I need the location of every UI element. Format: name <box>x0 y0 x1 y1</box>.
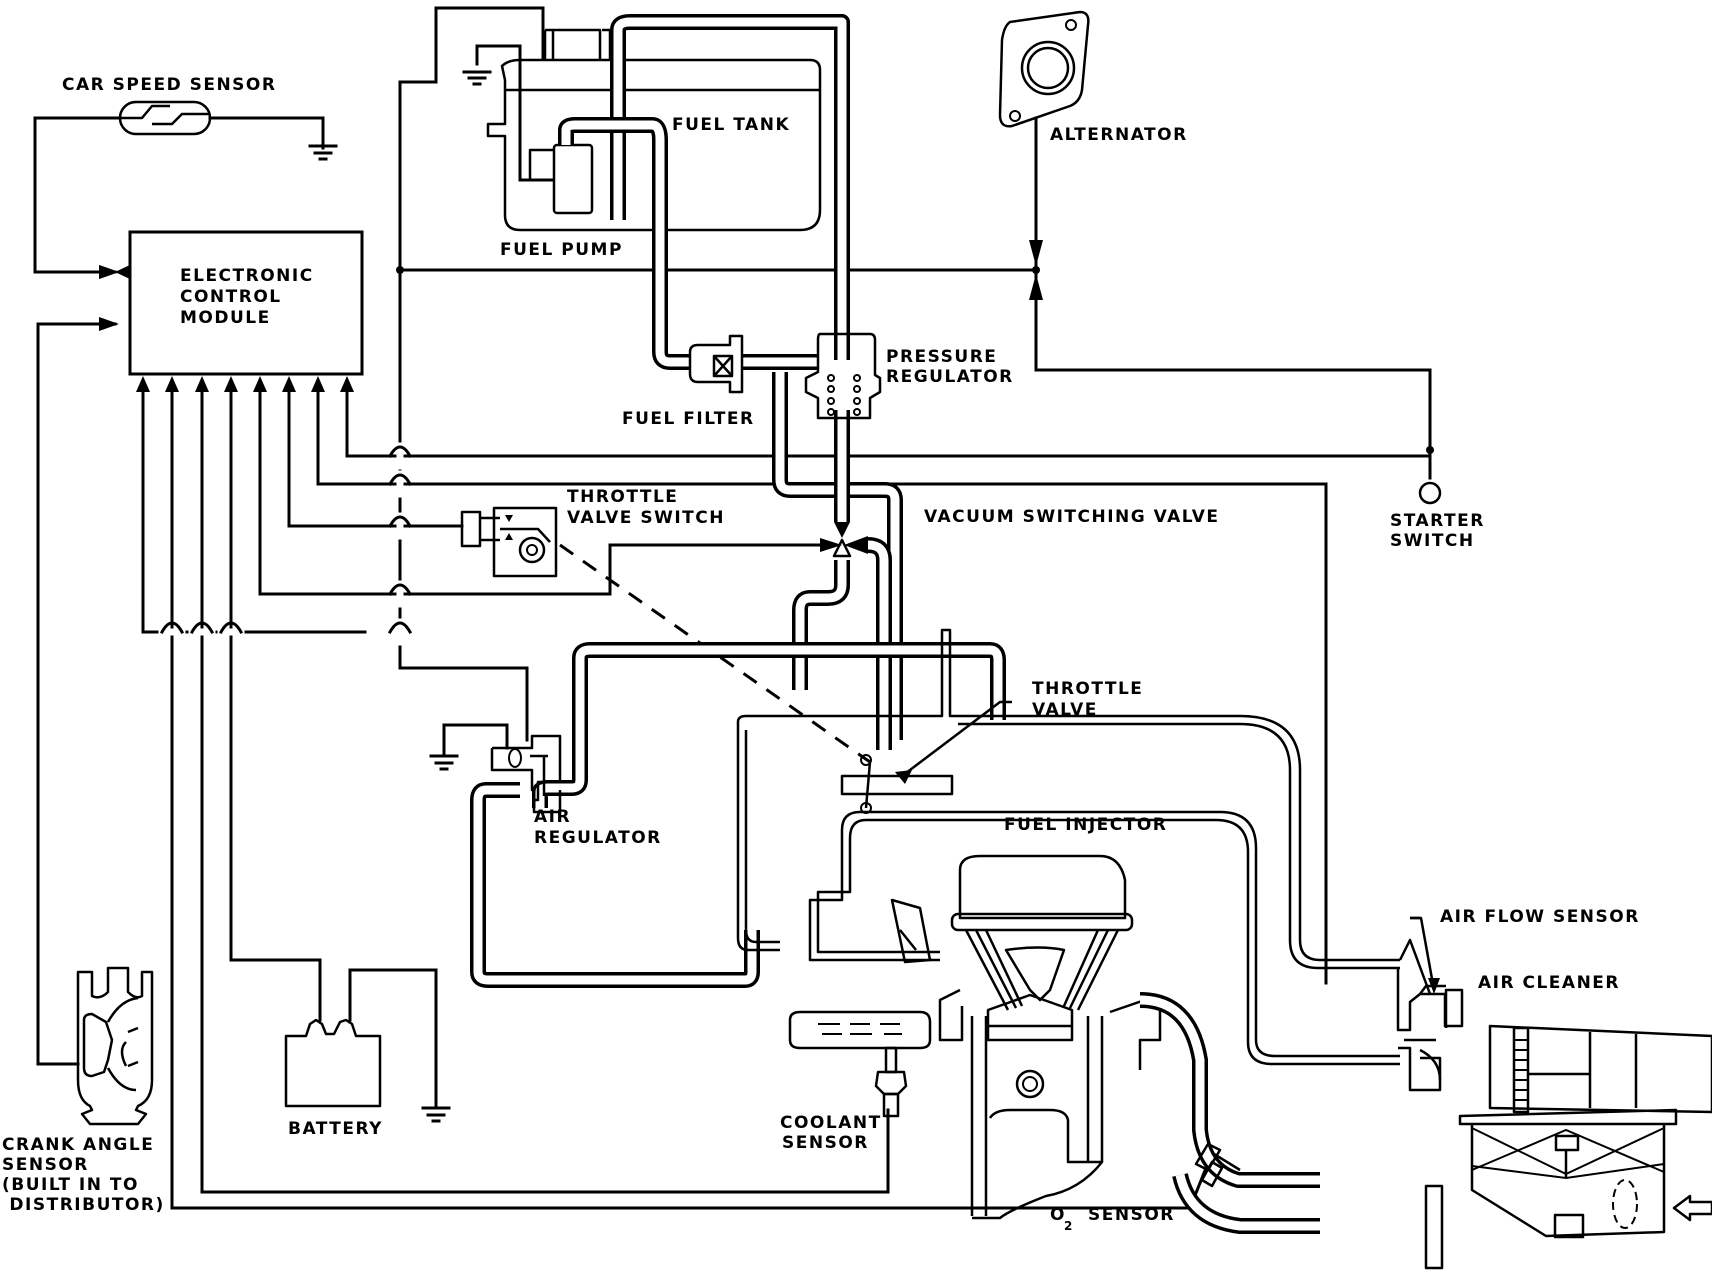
ecm-input-arrows <box>99 265 354 392</box>
label-pressure-regulator-line1: PRESSURE <box>886 347 997 367</box>
ground-icon <box>308 144 338 161</box>
throttle-valve-switch <box>460 506 558 578</box>
label-air-regulator-line1: AIR <box>534 807 571 827</box>
throttle-linkage <box>559 543 871 764</box>
vacuum-switching-valve <box>820 522 868 558</box>
label-o2-sensor-subscript: 2 <box>1064 1219 1072 1233</box>
o2-sensor <box>1194 1142 1241 1188</box>
fuel-filter <box>688 334 744 394</box>
ground-icon <box>462 70 492 86</box>
label-o2-sensor-suffix: SENSOR <box>1088 1205 1175 1225</box>
label-alternator: ALTERNATOR <box>1050 125 1188 145</box>
pressure-regulator <box>804 332 882 420</box>
label-throttle-valve-switch-line2: VALVE SWITCH <box>567 508 725 528</box>
throttle-valve <box>840 700 1012 814</box>
label-o2-sensor-prefix: O <box>1050 1205 1066 1225</box>
label-starter-switch-line2: SWITCH <box>1390 531 1475 551</box>
label-fuel-filter: FUEL FILTER <box>622 409 755 429</box>
electronic-control-module <box>128 230 364 376</box>
engine-block <box>938 854 1162 1220</box>
label-pressure-regulator-line2: REGULATOR <box>886 367 1014 387</box>
label-starter-switch-line1: STARTER <box>1390 511 1485 531</box>
label-throttle-valve-line2: VALVE <box>1032 700 1098 720</box>
label-air-flow-sensor: AIR FLOW SENSOR <box>1440 907 1640 927</box>
label-crank-angle-sensor-line1: CRANK ANGLE <box>2 1135 154 1155</box>
label-car-speed-sensor: CAR SPEED SENSOR <box>62 75 276 95</box>
air-cleaner <box>1458 1024 1712 1239</box>
airflow-inlet-arrow <box>1672 1194 1712 1222</box>
label-throttle-valve-switch-line1: THROTTLE <box>567 487 678 507</box>
car-speed-sensor <box>118 100 212 136</box>
coolant-sensor <box>788 1010 932 1118</box>
label-ecm-line1: ELECTRONIC <box>180 266 314 286</box>
wiring <box>33 6 1434 1210</box>
label-ecm-line3: MODULE <box>180 308 271 328</box>
ground-icon <box>421 1106 451 1123</box>
fuel-hoses <box>558 14 903 750</box>
air-flow-sensor <box>1396 916 1464 1092</box>
label-coolant-sensor-line2: SENSOR <box>782 1133 869 1153</box>
label-fuel-injector: FUEL INJECTOR <box>1004 815 1167 835</box>
label-crank-angle-sensor-line4: DISTRIBUTOR) <box>2 1195 165 1215</box>
alternator <box>998 10 1090 128</box>
battery <box>284 976 382 1108</box>
wire-crossings <box>158 442 413 646</box>
label-battery: BATTERY <box>288 1119 383 1139</box>
label-fuel-pump: FUEL PUMP <box>500 240 623 260</box>
label-ecm-line2: CONTROL <box>180 287 282 307</box>
label-throttle-valve-line1: THROTTLE <box>1032 679 1143 699</box>
labels: CAR SPEED SENSOR ELECTRONIC CONTROL MODU… <box>2 75 1640 1233</box>
fuel-injector <box>890 898 932 964</box>
label-crank-angle-sensor-line2: SENSOR <box>2 1155 89 1175</box>
label-fuel-tank: FUEL TANK <box>672 115 790 135</box>
ground-symbols <box>308 70 492 1123</box>
label-vacuum-switching-valve: VACUUM SWITCHING VALVE <box>924 507 1220 527</box>
label-air-regulator-line2: REGULATOR <box>534 828 662 848</box>
crank-angle-sensor <box>76 966 154 1126</box>
starter-switch <box>1418 481 1442 505</box>
label-air-cleaner: AIR CLEANER <box>1478 973 1620 993</box>
exhaust-pipe <box>1139 992 1444 1270</box>
ground-icon <box>429 754 459 771</box>
label-coolant-sensor-line1: COOLANT <box>780 1113 882 1133</box>
air-regulator <box>490 734 562 814</box>
alternator-junction-arrows <box>1029 240 1043 300</box>
label-crank-angle-sensor-line3: (BUILT IN TO <box>2 1175 139 1195</box>
